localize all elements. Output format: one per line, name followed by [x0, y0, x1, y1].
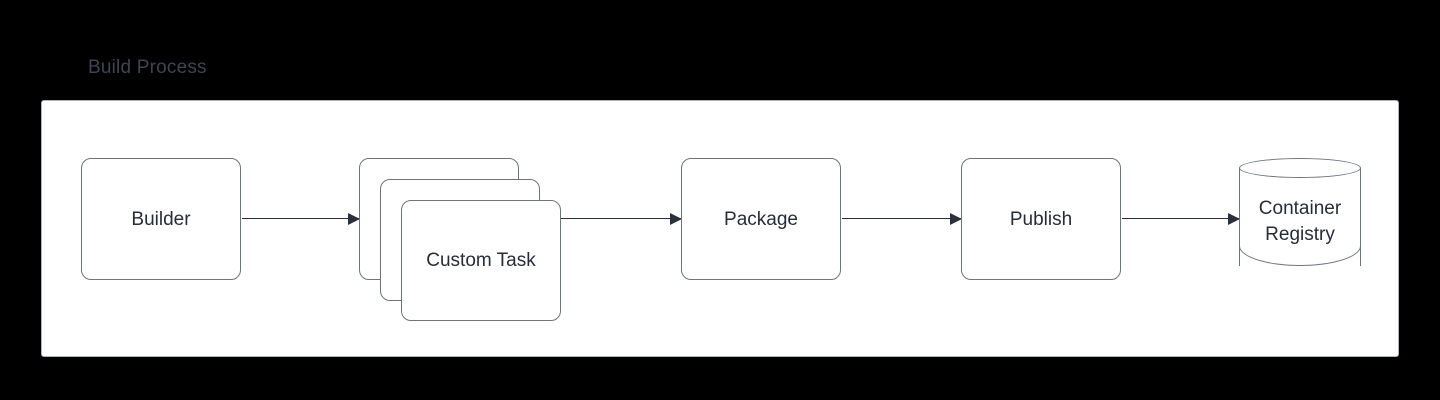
build-process-panel: Builder Custom Task Package: [41, 100, 1399, 357]
node-package-label: Package: [724, 208, 798, 230]
node-package[interactable]: Package: [681, 158, 841, 280]
node-container-registry-label: Container Registry: [1239, 196, 1361, 248]
node-publish-label: Publish: [1009, 208, 1073, 230]
node-builder[interactable]: Builder: [81, 158, 241, 280]
edge-custom-task-to-package: [561, 213, 682, 225]
edge-package-to-publish: [842, 213, 962, 225]
edge-line: [1122, 218, 1239, 219]
edge-builder-to-custom-task: [242, 213, 360, 225]
arrowhead-icon: [1228, 213, 1240, 225]
arrowhead-icon: [670, 213, 682, 225]
edge-publish-to-container-registry: [1122, 213, 1240, 225]
node-publish[interactable]: Publish: [961, 158, 1121, 280]
node-builder-label: Builder: [131, 208, 191, 230]
node-container-registry[interactable]: Container Registry: [1239, 158, 1361, 276]
edge-line: [842, 218, 961, 219]
edge-line: [242, 218, 359, 219]
arrowhead-icon: [950, 213, 962, 225]
node-custom-task-label: Custom Task: [426, 250, 536, 271]
node-container-registry-label-line1: Container: [1258, 198, 1342, 219]
node-custom-task[interactable]: Custom Task: [401, 200, 561, 321]
arrowhead-icon: [348, 213, 360, 225]
node-container-registry-label-line2: Registry: [1265, 224, 1335, 245]
cylinder-top-icon: [1239, 158, 1361, 178]
group-title: Build Process: [88, 57, 207, 78]
edge-line: [561, 218, 681, 219]
